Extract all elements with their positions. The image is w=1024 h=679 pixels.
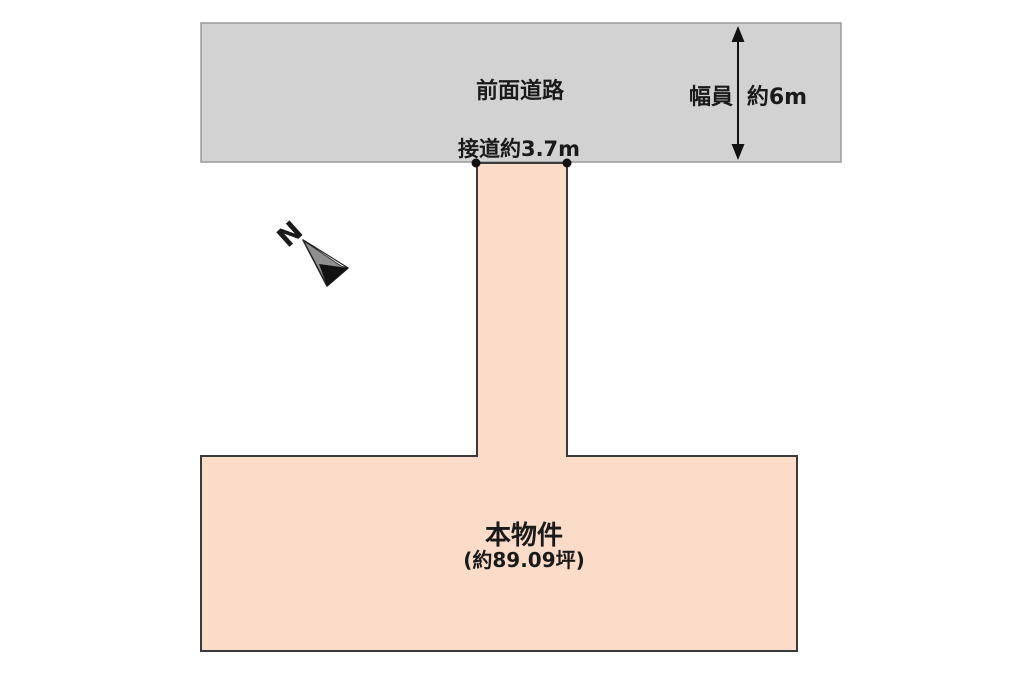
property-parcel: [200, 162, 798, 652]
road-label: 前面道路: [476, 78, 565, 104]
north-compass: N: [272, 216, 349, 287]
frontage-endpoint-left-dot: [471, 158, 481, 168]
road-width-value: 約6m: [747, 84, 807, 110]
compass-needle-base: [319, 264, 348, 286]
road-width-arrow: [731, 26, 745, 160]
property-label: 本物件: [485, 521, 563, 551]
property-area-label: (約89.09坪): [463, 548, 585, 572]
road-width-caption: 幅員: [689, 85, 733, 110]
compass-needle-highlight: [302, 239, 349, 269]
frontage-label: 接道約3.7m: [458, 137, 580, 161]
frontage-endpoint-right-dot: [562, 158, 572, 168]
road-width-arrowhead-bottom: [731, 144, 745, 160]
road-width-arrowhead-top: [731, 26, 745, 42]
road-area: [200, 22, 842, 163]
compass-north-label: N: [272, 216, 310, 254]
